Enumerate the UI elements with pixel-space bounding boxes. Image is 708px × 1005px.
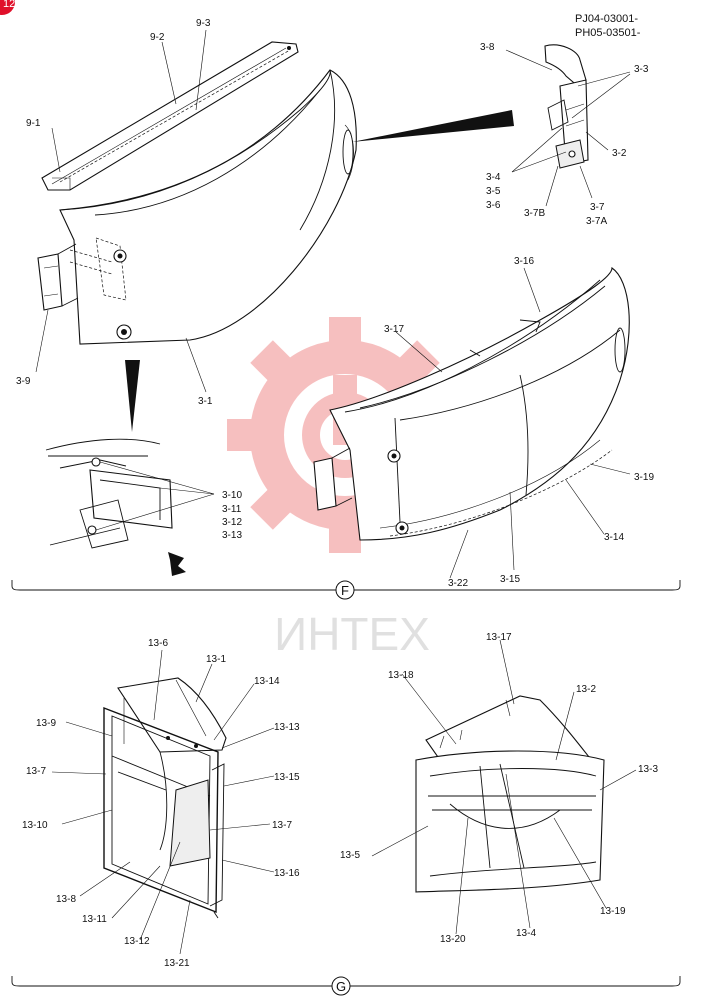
label-13-1: 13-1 (206, 654, 226, 665)
direction-arrow-icon (168, 552, 186, 576)
leader-lines-g (51, 639, 637, 955)
front-cover (37, 69, 357, 345)
label-3-5: 3-5 (486, 186, 501, 197)
label-3-19: 3-19 (634, 472, 654, 483)
label-13-10: 13-10 (22, 820, 48, 831)
seal-strip (41, 41, 299, 191)
label-13-12: 13-12 (124, 936, 150, 947)
label-13-17: 13-17 (486, 632, 512, 643)
label-13-2: 13-2 (576, 684, 596, 695)
label-13-18: 13-18 (388, 670, 414, 681)
label-9-2: 9-2 (150, 32, 165, 43)
label-3-13: 3-13 (222, 530, 242, 541)
label-9-1: 9-1 (26, 118, 41, 129)
right-frame-assembly (415, 695, 605, 893)
label-13-5: 13-5 (340, 850, 360, 861)
model-range-line2: PH05-03501- (575, 27, 641, 39)
label-13-7-left: 13-7 (26, 766, 46, 777)
mounting-detail (45, 360, 186, 576)
label-13-6: 13-6 (148, 638, 168, 649)
section-f-bracket (11, 580, 681, 591)
cover-assembly (313, 266, 630, 541)
label-3-1: 3-1 (198, 396, 213, 407)
label-3-22: 3-22 (448, 578, 468, 589)
label-13-8: 13-8 (56, 894, 76, 905)
label-13-19: 13-19 (600, 906, 626, 917)
label-13-7-right: 13-7 (272, 820, 292, 831)
label-13-3: 13-3 (638, 764, 658, 775)
leader-lines-f (35, 29, 631, 579)
label-3-15: 3-15 (500, 574, 520, 585)
label-3-7b: 3-7B (524, 208, 545, 219)
label-3-4: 3-4 (486, 172, 501, 183)
label-13-11: 13-11 (82, 914, 107, 925)
section-g-bracket (11, 976, 681, 987)
label-3-3: 3-3 (634, 64, 649, 75)
label-3-12: 3-12 (222, 517, 242, 528)
latch-detail (544, 44, 589, 169)
model-range-line1: PJ04-03001- (575, 13, 638, 25)
label-3-6: 3-6 (486, 200, 501, 211)
label-13-13: 13-13 (274, 722, 300, 733)
section-f-label: F (341, 583, 349, 598)
label-3-9: 3-9 (16, 376, 31, 387)
section-g-label: G (336, 979, 346, 994)
label-13-14: 13-14 (254, 676, 280, 687)
section-g: 13-6 13-1 13-14 13-13 13-9 13-7 13-15 13… (11, 632, 681, 996)
left-frame-assembly (103, 677, 227, 919)
label-13-9: 13-9 (36, 718, 56, 729)
corner-badge-text: 12 (3, 0, 15, 10)
label-3-7: 3-7 (590, 202, 605, 213)
label-3-7a: 3-7A (586, 216, 607, 227)
label-3-2: 3-2 (612, 148, 627, 159)
watermark-text: ИНТЕХ (274, 608, 430, 660)
label-3-14: 3-14 (604, 532, 624, 543)
label-13-20: 13-20 (440, 934, 466, 945)
label-13-4: 13-4 (516, 928, 536, 939)
label-13-16: 13-16 (274, 868, 300, 879)
label-9-3: 9-3 (196, 18, 211, 29)
label-3-11: 3-11 (222, 504, 242, 515)
label-3-8: 3-8 (480, 42, 495, 53)
label-3-17: 3-17 (384, 324, 404, 335)
detail-pointer-arrow-icon (352, 110, 514, 142)
label-13-15: 13-15 (274, 772, 300, 783)
label-13-21: 13-21 (164, 958, 190, 969)
corner-badge: 12 (0, 0, 15, 15)
label-3-16: 3-16 (514, 256, 534, 267)
section-f: 9-1 9-2 9-3 3-8 3-3 3-2 3-4 3-5 3-6 3-7B… (11, 18, 681, 600)
label-3-10: 3-10 (222, 490, 242, 501)
